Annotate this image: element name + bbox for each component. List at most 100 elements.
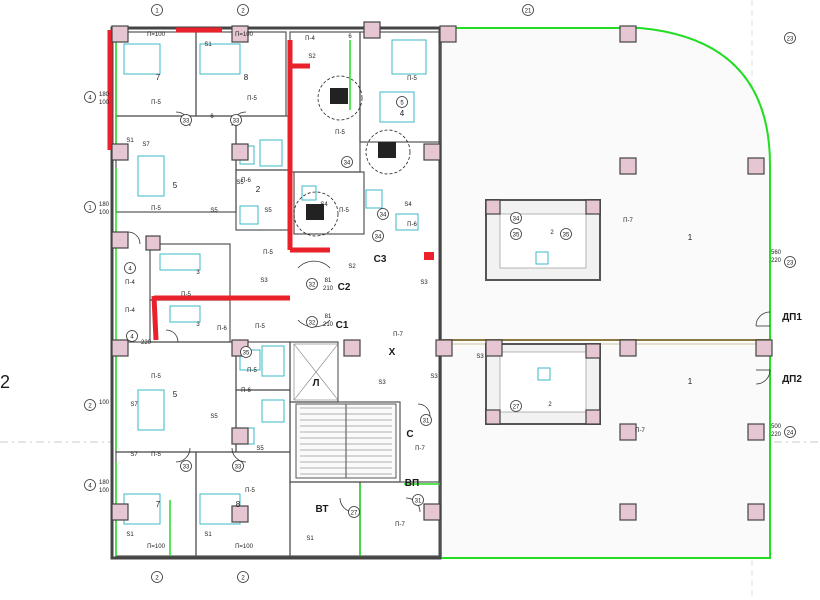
plan-code: S5 <box>256 446 264 452</box>
callout-circle <box>372 230 384 242</box>
dimension-note: 81 <box>325 278 332 284</box>
axis-right-circle <box>784 32 796 44</box>
axis-top: 2 <box>241 9 245 15</box>
axis-left-circle <box>84 91 96 103</box>
fixtures <box>123 39 427 525</box>
axis-top-circle <box>151 4 163 16</box>
callout-circle <box>396 96 408 108</box>
plan-code: S5 <box>210 208 218 214</box>
callout-circle <box>420 414 432 426</box>
callout: 33 <box>183 465 190 471</box>
dimension-note: 100 <box>99 488 110 494</box>
room-label: ДП1 <box>782 312 802 323</box>
plan-code: S7 <box>142 142 150 148</box>
plan-code: П-7 <box>393 332 403 338</box>
plan-code: П=100 <box>147 32 165 38</box>
plan-code: П-5 <box>151 374 161 380</box>
dimension-note: 180 <box>99 92 110 98</box>
dimension-note: 220 <box>771 432 782 438</box>
plan-code: П-7 <box>635 428 645 434</box>
callout: 34 <box>380 213 387 219</box>
room-label: 6 <box>210 114 214 120</box>
room-label: 8 <box>236 500 241 509</box>
axis-left: 2 <box>88 404 92 410</box>
callout: 33 <box>233 119 240 125</box>
axis-left-circle <box>84 399 96 411</box>
plan-code: П-6 <box>241 388 251 394</box>
axis-left-circle <box>84 201 96 213</box>
plan-code: П-5 <box>263 250 273 256</box>
axis-right-circle <box>784 256 796 268</box>
callout-circle <box>412 494 424 506</box>
room-label: 8 <box>244 73 249 82</box>
callout-circle <box>240 346 252 358</box>
plan-code: П-5 <box>181 292 191 298</box>
plan-code: П-7 <box>623 218 633 224</box>
room-label: 7 <box>156 73 161 82</box>
callout: 33 <box>235 465 242 471</box>
callout: 5 <box>400 101 404 107</box>
plan-code: S3 <box>378 380 386 386</box>
plan-code: П-7 <box>395 522 405 528</box>
dimension-note: 81 <box>325 314 332 320</box>
callout: 4 <box>128 267 132 273</box>
callout-circle <box>348 506 360 518</box>
callout: 35 <box>513 233 520 239</box>
fire-walls <box>107 27 330 341</box>
axis-left: 4 <box>88 484 92 490</box>
plan-code: S4 <box>320 202 328 208</box>
dimension-notes: 1801001801001001801005602205002208121081… <box>99 92 782 494</box>
callout-circle <box>510 212 522 224</box>
callout-circle <box>180 460 192 472</box>
room-label: ВП <box>405 478 419 489</box>
plan-code: S4 <box>404 202 412 208</box>
callout: 31 <box>415 499 422 505</box>
room-label: 6 <box>348 34 352 40</box>
room-label: 1 <box>688 233 693 242</box>
callout: 32 <box>309 321 316 327</box>
plan-code: П=100 <box>147 544 165 550</box>
axis-right-circle <box>784 426 796 438</box>
room-label: С <box>406 429 413 440</box>
plan-code: S5 <box>264 208 272 214</box>
axis-top: 21 <box>525 9 532 15</box>
axis-left-circle <box>84 479 96 491</box>
plan-code: П-7 <box>415 446 425 452</box>
axis-top-circle <box>522 4 534 16</box>
dimension-note: 100 <box>99 210 110 216</box>
callout-circle <box>180 114 192 126</box>
plan-code: П-4 <box>305 36 315 42</box>
room-label: ВТ <box>316 504 329 515</box>
callout-circle <box>126 330 138 342</box>
booth-upper <box>485 199 601 281</box>
plan-code: П-6 <box>217 326 227 332</box>
plan-code: П-4 <box>125 280 135 286</box>
axis-right: 24 <box>787 431 794 437</box>
dimension-note: 560 <box>771 250 782 256</box>
axis-bottom: 2 <box>241 576 245 582</box>
plan-code: S1 <box>306 536 314 542</box>
room-label: 4 <box>400 109 405 118</box>
axis-bottom-circle <box>237 571 249 583</box>
plan-code: П-6 <box>241 178 251 184</box>
room-label: ДП2 <box>782 374 802 385</box>
plan-code: П-5 <box>245 488 255 494</box>
axis-left: 4 <box>88 96 92 102</box>
dimension-note: 210 <box>323 286 334 292</box>
room-label: С3 <box>374 254 387 265</box>
plan-code: S3 <box>420 280 428 286</box>
room-label: 2 <box>550 230 554 236</box>
plan-code: П-5 <box>407 76 417 82</box>
plan-code: П-6 <box>407 222 417 228</box>
room-label: 5 <box>173 390 178 399</box>
plan-code: П-5 <box>247 96 257 102</box>
callout: 32 <box>309 283 316 289</box>
dimension-note: 500 <box>771 424 782 430</box>
plan-code: S3 <box>430 374 438 380</box>
hall-outer-wall <box>438 27 771 559</box>
callout: 35 <box>243 351 250 357</box>
